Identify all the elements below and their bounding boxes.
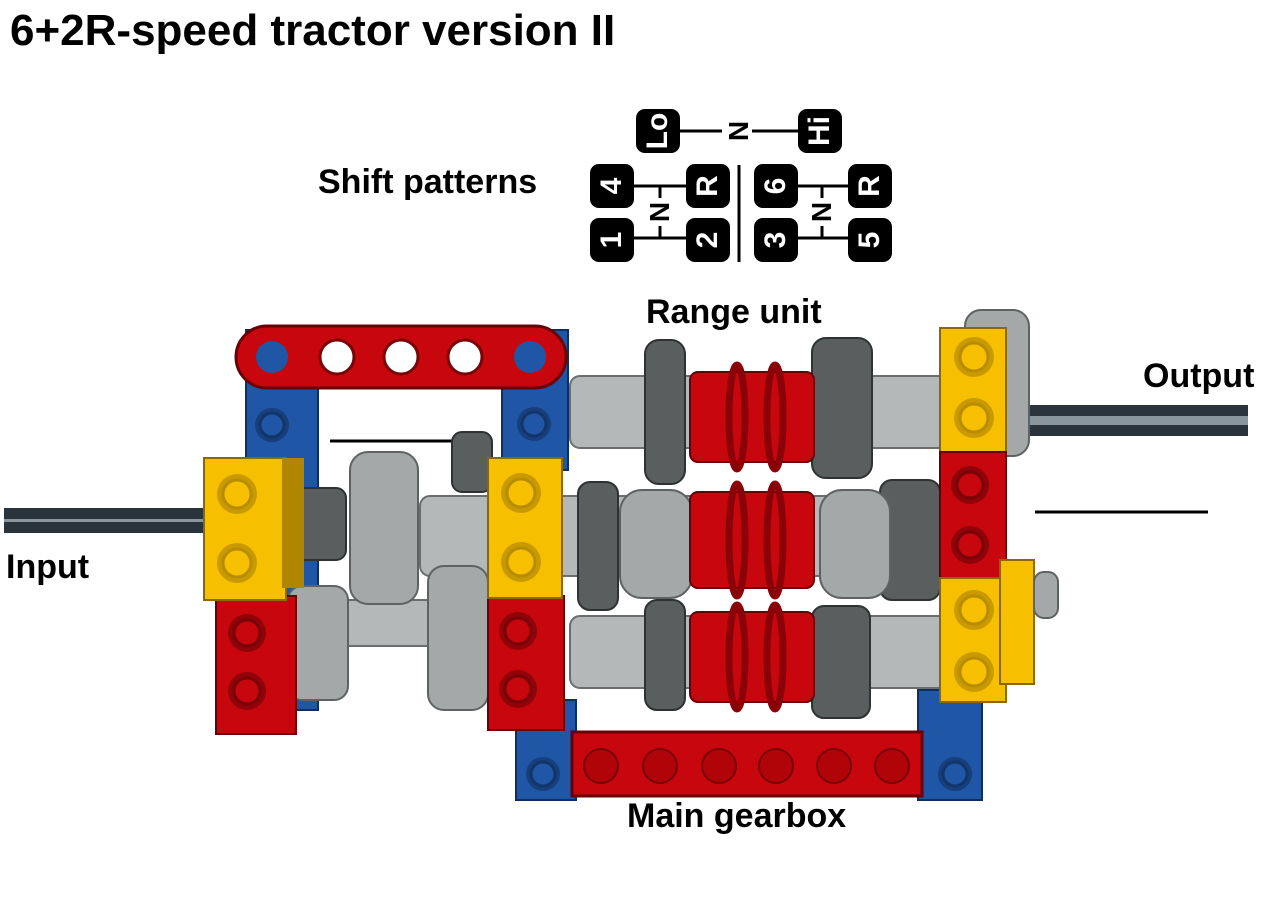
range-unit-label: Range unit — [646, 293, 822, 331]
output-label: Output — [1143, 357, 1255, 395]
page-title: 6+2R-speed tractor version II — [10, 6, 616, 55]
gear-5-key: 5 — [848, 218, 892, 262]
right-bricks — [939, 327, 1059, 703]
input-label: Input — [6, 548, 90, 586]
top-red-beam — [234, 324, 568, 390]
left-red-bricks — [215, 595, 565, 735]
dark-gears — [287, 337, 941, 719]
main-gearbox-label: Main gearbox — [627, 797, 847, 835]
range-hi-key: Hi — [798, 109, 842, 153]
shift-patterns-label: Shift patterns — [318, 163, 538, 201]
gear-4-key: 4 — [590, 164, 634, 208]
gear-2-key: 2 — [686, 218, 730, 262]
input-axle — [4, 508, 224, 533]
red-clutch-rings — [689, 371, 815, 703]
gear-3-key: 3 — [754, 218, 798, 262]
range-lo-key: Lo — [636, 109, 680, 153]
bottom-red-beam — [570, 730, 924, 798]
gear-r-right-key: R — [848, 164, 892, 208]
output-axle — [990, 405, 1248, 436]
gear-6-key: 6 — [754, 164, 798, 208]
gear-1-key: 1 — [590, 218, 634, 262]
gear-r-left-key: R — [686, 164, 730, 208]
